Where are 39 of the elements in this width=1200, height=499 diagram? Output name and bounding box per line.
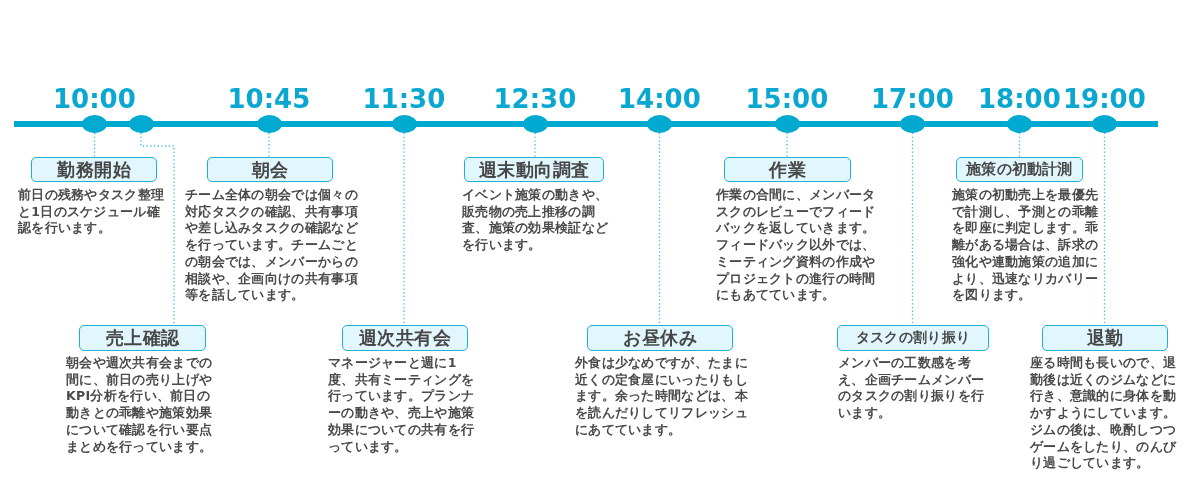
time-label: 11:30 — [362, 85, 446, 113]
time-label: 14:00 — [618, 85, 701, 113]
dotted-connector — [93, 132, 96, 158]
dotted-connector — [1018, 132, 1021, 158]
heading-box: 売上確認 — [79, 325, 206, 351]
description-text: チーム全体の朝会では個々の対応タスクの確認、共有事項や差し込みタスクの確認などを行っています。チームごとの朝会では、メンバーからの相談や、企画向けの共有事項等を話しています。 — [185, 187, 359, 304]
time-label: 15:00 — [745, 85, 829, 113]
time-label: 19:00 — [1063, 85, 1146, 113]
heading-box: 朝会 — [207, 157, 333, 182]
time-label: 10:45 — [227, 85, 311, 113]
heading-box: 週末動向調査 — [464, 157, 604, 182]
time-label: 12:30 — [493, 85, 577, 113]
heading-box: 勤務開始 — [31, 157, 157, 182]
time-label: 18:00 — [978, 85, 1061, 113]
description-text: 朝会や週次共有会までの間に、前日の売り上げやKPI分析を行い、前日の動きとの乖離や施策効果について確認を行い要点まとめを行っています。 — [66, 355, 214, 456]
description-text: 座る時間も長いので、退勤後は近くのジムなどに行き、意識的に身体を動かすようにしています。ジムの後は、晩酌しつつゲームをしたり、のんびり過ごしています。 — [1030, 355, 1178, 472]
dotted-connector — [140, 132, 175, 326]
dotted-connector — [911, 132, 914, 326]
dotted-connector — [658, 132, 661, 326]
dotted-connector — [403, 132, 405, 326]
description-text: イベント施策の動きや、販売物の売上推移の調査、施策の効果検証などを行います。 — [462, 187, 610, 254]
description-text: メンバーの工数感を考え、企画チームメンバーのタスクの割り振りを行います。 — [838, 355, 986, 422]
dotted-connector — [786, 132, 788, 158]
heading-box: 作業 — [724, 157, 851, 182]
description-text: 作業の合間に、メンバータスクのレビューでフィードバックを返していきます。フィードバック以外では、ミーティング資料の作成やプロジェクトの進行の時間にもあてています。 — [716, 187, 877, 304]
dotted-connector — [268, 132, 270, 158]
description-text: 外食は少なめですが、たまに近くの定食屋にいったりもします。余った時間などは、本を読んだりしてリフレッシュにあてています。 — [575, 355, 749, 439]
description-text: 施策の初動売上を最優先で計測し、予測との乖離を即座に判定します。乖離がある場合は、訴求の強化や連動施策の追加により、迅速なリカバリーを図ります。 — [952, 187, 1100, 304]
time-label: 17:00 — [871, 85, 954, 113]
dotted-connector — [534, 132, 536, 158]
heading-box: タスクの割り振り — [837, 325, 989, 351]
description-text: マネージャーと週に1度、共有ミーティングを行っています。プランナーの動きや、売上や施策効果についての共有を行っています。 — [328, 355, 476, 456]
heading-box: 週次共有会 — [342, 325, 468, 351]
heading-box: 退勤 — [1042, 325, 1168, 351]
heading-box: 施策の初動計測 — [956, 157, 1083, 182]
heading-box: お昼休み — [587, 325, 733, 351]
time-label: 10:00 — [53, 85, 136, 113]
description-text: 前日の残務やタスク整理と1日のスケジュール確認を行います。 — [18, 187, 166, 238]
dotted-connector — [1103, 132, 1106, 326]
